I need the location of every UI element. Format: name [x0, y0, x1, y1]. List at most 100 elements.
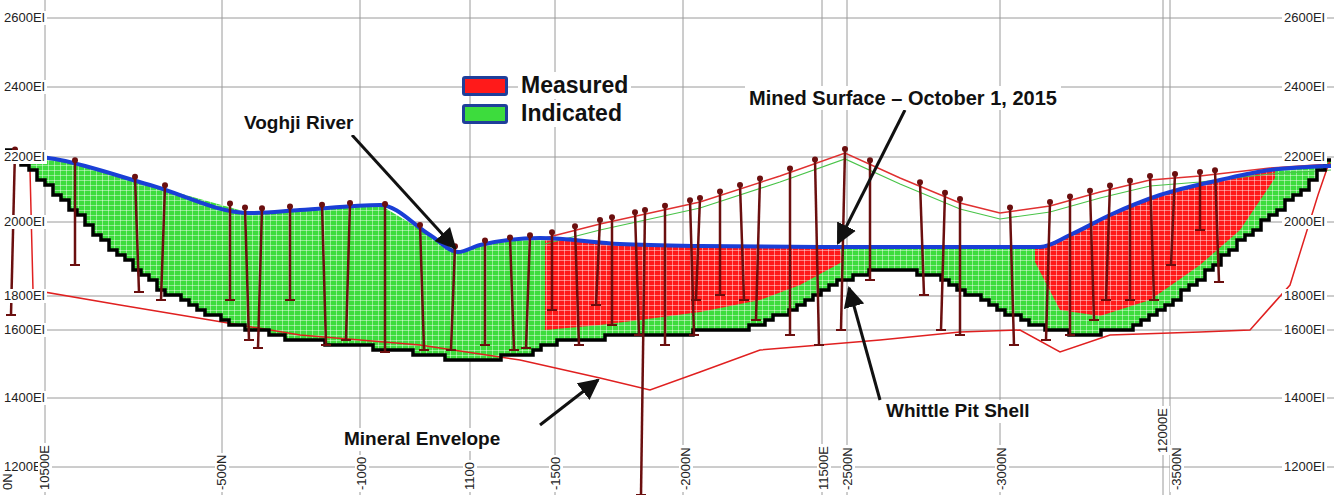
resource-blocks [5, 150, 1331, 360]
legend-entry: Measured [462, 72, 631, 99]
pit-shell [5, 150, 1331, 360]
elevation-label: 1800EI [1282, 289, 1327, 303]
drill-hole [1215, 170, 1219, 282]
drill-hole [664, 206, 667, 345]
leader-arrow [540, 380, 598, 425]
hole-end [1214, 281, 1224, 283]
elevation-label: 2600EI [1282, 11, 1327, 25]
collar-mark [842, 146, 848, 152]
hole-end [739, 299, 749, 301]
drill-hole [756, 179, 760, 321]
drill-hole [696, 198, 700, 300]
legend-entry: Indicated [462, 100, 625, 127]
hole-end [6, 314, 16, 316]
collar-mark [717, 189, 723, 195]
hole-end [1101, 299, 1111, 301]
hole-end [607, 324, 617, 326]
hole-end [1149, 299, 1159, 301]
drill-hole [161, 185, 165, 300]
coordinate-label: 11500E [817, 444, 831, 492]
elevation-label: 1400EI [2, 391, 47, 405]
hole-end [321, 344, 331, 346]
collar-mark [417, 222, 423, 228]
collar-mark [942, 190, 948, 196]
hole-end [156, 299, 166, 301]
coordinate-label: -500N [215, 453, 229, 492]
hole-end [785, 334, 795, 336]
drill-hole [789, 168, 792, 335]
drill-hole [258, 208, 262, 348]
drill-hole [596, 220, 600, 305]
collar-mark [1067, 193, 1073, 199]
drill-hole [1129, 181, 1132, 300]
hole-end [1065, 334, 1075, 336]
hole-end [836, 329, 846, 331]
elevation-label: 2000EI [2, 215, 47, 229]
coordinate-label: 12000E [1156, 406, 1170, 455]
hole-end [1125, 299, 1135, 301]
drill-hole [322, 205, 326, 345]
drill-hole [245, 208, 249, 340]
hole-end [521, 347, 531, 349]
drill-hole [1069, 196, 1072, 335]
coordinate-label: -1000 [355, 455, 369, 492]
hole-end [574, 344, 584, 346]
drill-hole [484, 240, 487, 345]
collar-mark [162, 182, 168, 188]
drill-hole [510, 238, 514, 351]
collar-mark [1047, 199, 1053, 205]
collar-mark [787, 165, 793, 171]
drill-hole [941, 193, 945, 330]
coordinate-label: -3500N [1170, 445, 1184, 492]
collar-mark [482, 237, 488, 243]
drill-hole [1150, 176, 1154, 300]
hole-end [691, 299, 701, 301]
collar-mark [287, 204, 293, 210]
leader-arrow [838, 110, 905, 243]
legend-label: Measured [518, 72, 631, 99]
hole-end [636, 494, 646, 495]
drill-hole [1046, 202, 1050, 340]
collar-mark [319, 202, 325, 208]
coordinate-label: 1100 [463, 460, 477, 492]
hole-end [341, 339, 351, 341]
collar-mark [507, 235, 513, 241]
topography-line [545, 159, 1331, 244]
hole-end [380, 351, 390, 353]
drill-hole [1171, 174, 1175, 265]
drill-hole [451, 246, 455, 350]
coordinate-label: 10500E [38, 443, 52, 492]
grid-line [2, 87, 1334, 88]
drill-hole [920, 182, 924, 295]
callout-label: Whittle Pit Shell [882, 400, 1034, 423]
collar-mark [259, 205, 265, 211]
leader-arrow [849, 288, 880, 400]
coordinate-label: -2000N [679, 445, 693, 492]
grid-line [2, 467, 1334, 468]
collar-mark [1107, 183, 1113, 189]
topography-line [545, 153, 1331, 238]
drill-hole [841, 149, 845, 330]
drill-hole [135, 177, 139, 292]
collar-mark [737, 182, 743, 188]
coordinate-label: -2500N [841, 445, 855, 492]
drill-hole [384, 204, 387, 352]
collar-mark [1172, 171, 1178, 177]
collar-mark [242, 205, 248, 211]
indicated-block [5, 150, 1331, 360]
hole-end [715, 294, 725, 296]
coordinate-label: 0N [1, 471, 15, 492]
hole-end [509, 349, 519, 351]
collar-mark [917, 179, 923, 185]
collar-mark [72, 157, 78, 163]
collar-mark [957, 196, 963, 202]
hole-end [955, 334, 965, 336]
coordinate-label: -3000N [995, 445, 1009, 492]
drill-hole [635, 212, 639, 335]
callout-label: Mineral Envelope [340, 428, 504, 451]
hole-end [689, 334, 699, 336]
hole-end [591, 304, 601, 306]
drill-hole [815, 160, 819, 345]
